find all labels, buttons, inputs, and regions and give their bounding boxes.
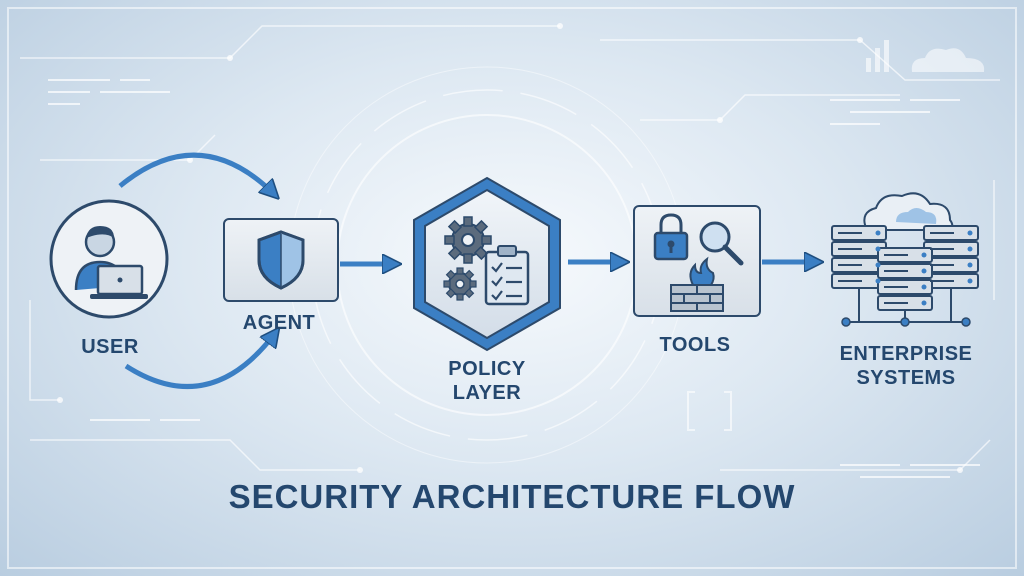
enterprise-label-line1: ENTERPRISE [839,343,973,365]
arrow-user-to-agent-bottom [124,332,276,389]
server-cloud-icon [831,192,979,327]
enterprise-systems-label: ENTERPRISE SYSTEMS [816,343,996,390]
arrow-user-to-agent-top [118,152,275,195]
shield-icon [257,230,305,290]
gears-checklist-icon [413,176,561,352]
user-laptop-icon [49,199,169,319]
tools-node [633,205,761,317]
policy-label-line1: POLICY [448,358,526,380]
agent-node [223,218,339,302]
agent-label: AGENT [242,312,316,334]
tools-label: TOOLS [659,334,731,356]
user-node [48,198,170,320]
user-label: USER [81,336,139,358]
policy-label-line2: LAYER [452,381,522,404]
policy-layer-label: POLICY LAYER [427,358,547,405]
diagram-title: SECURITY ARCHITECTURE FLOW [228,478,796,515]
enterprise-label-line2: SYSTEMS [856,366,956,389]
lock-magnifier-firewall-icon [653,213,744,312]
policy-layer-node [406,174,568,354]
enterprise-systems-node [826,188,986,336]
